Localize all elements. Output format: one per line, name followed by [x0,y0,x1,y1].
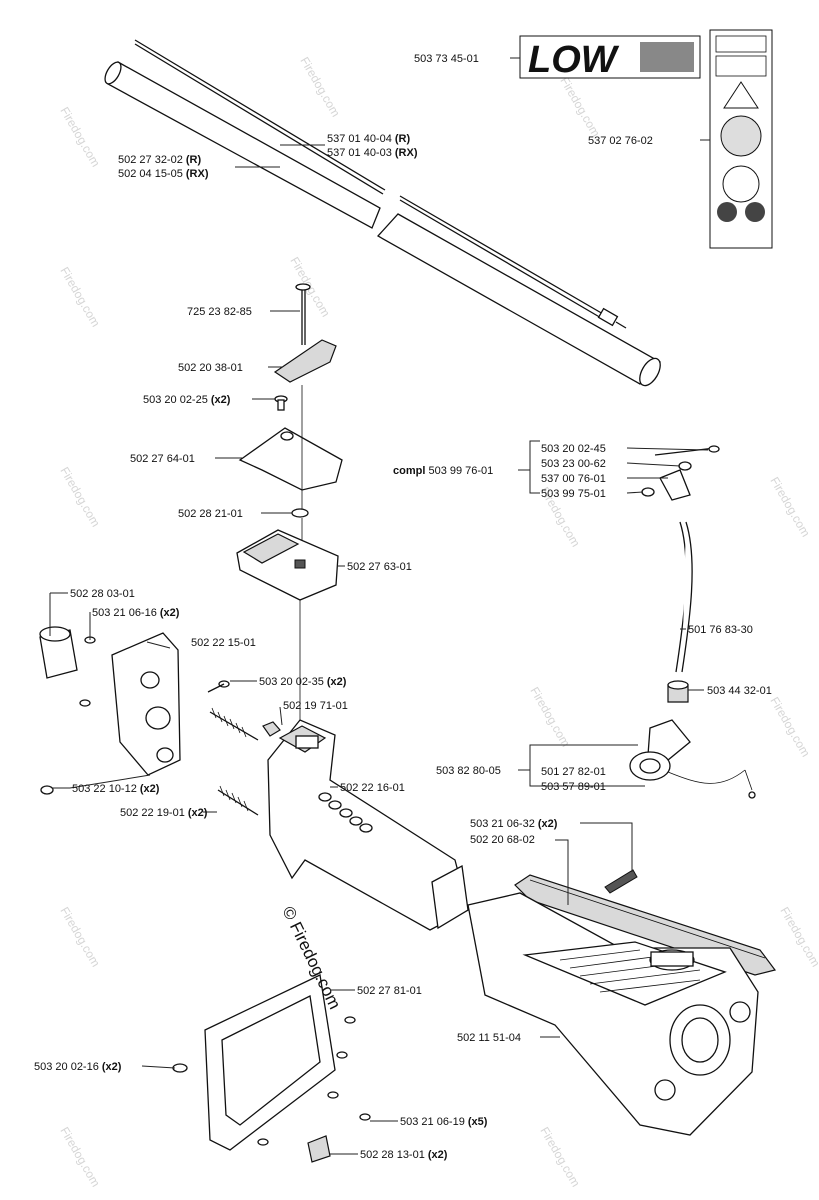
watermark: Firedog.com [57,1125,102,1190]
fuel-hose-part [675,521,693,673]
part-label: 503 21 06-16 (x2) [92,607,180,619]
part-label: 502 04 15-05 (RX) [118,168,209,180]
part-label: 502 28 13-01 (x2) [360,1149,448,1161]
part-label: 502 11 51-04 [457,1032,521,1044]
part-label: compl 503 99 76-01 [393,465,493,477]
part-label: 502 19 71-01 [283,700,348,712]
part-label: 502 22 15-01 [191,637,256,649]
part-label: 503 44 32-01 [707,685,772,697]
part-label: 725 23 82-85 [187,306,252,318]
cover-plate-part [204,974,336,1151]
throttle-part [629,719,756,799]
handle-bracket-part [111,632,181,776]
low-decal-part: LOW [519,35,701,81]
safety-decal-part [709,29,773,249]
part-label: 503 21 06-32 (x2) [470,818,558,830]
part-label: 502 22 19-01 (x2) [120,807,208,819]
handle-housing-part [267,719,469,931]
clamp-bottom-part [236,529,339,601]
part-label: 502 28 21-01 [178,508,243,520]
knob-part [273,339,337,383]
logo-text: LOW [528,39,620,81]
pin-part [207,680,230,693]
part-label: 503 99 75-01 [541,488,606,500]
part-label: 503 20 02-45 [541,443,606,455]
part-label: 537 00 76-01 [541,473,606,485]
part-label: 502 22 16-01 [340,782,405,794]
gear-housing-part [467,892,759,1136]
watermark: Firedog.com [557,75,602,140]
fuel-filter-part [667,680,689,703]
part-label: 503 21 06-19 (x5) [400,1116,488,1128]
screw-part [604,869,638,894]
part-label: 502 20 38-01 [178,362,243,374]
part-label: 501 76 83-30 [688,624,753,636]
part-label: 502 27 32-02 (R) [118,154,201,166]
watermark: Firedog.com [527,685,572,750]
watermark: Firedog.com [537,1125,582,1190]
part-label: 502 27 81-01 [357,985,422,997]
watermark: Firedog.com [57,465,102,530]
part-label: 537 01 40-04 (R) [327,133,410,145]
part-label: 503 20 02-25 (x2) [143,394,231,406]
part-label: 502 27 63-01 [347,561,412,573]
part-label: 503 82 80-05 [436,765,501,777]
part-labels: 503 73 45-01 537 02 76-02 537 01 40-04 (… [34,53,772,1161]
watermark: Firedog.com [57,265,102,330]
watermark: Firedog.com [297,55,342,120]
part-label: 501 27 82-01 [541,766,606,778]
screw-part [172,1016,371,1146]
leader-lines [49,57,710,1155]
part-label: 503 20 02-35 (x2) [259,676,347,688]
part-label: 502 27 64-01 [130,453,195,465]
part-label: 502 28 03-01 [70,588,135,600]
drive-shaft-part [134,39,627,329]
watermark: Firedog.com [767,475,812,540]
washer-part [291,508,309,518]
screw-part [274,395,288,411]
sleeve-part [39,626,78,679]
watermark: Firedog.com [767,695,812,760]
clamp-top-part [238,427,343,491]
watermark: Firedog.com [57,105,102,170]
part-label: 537 02 76-02 [588,135,653,147]
watermark: Firedog.com [57,905,102,970]
part-label: 503 73 45-01 [414,53,479,65]
part-label: 503 20 02-16 (x2) [34,1061,122,1073]
shaft-tube-part [104,61,662,387]
part-label: 503 22 10-12 (x2) [72,783,160,795]
part-label: 537 01 40-03 (RX) [327,147,418,159]
nut-part [262,721,281,737]
watermark: Firedog.com [777,905,819,970]
spring-part [209,707,259,816]
part-label: 503 57 89-01 [541,781,606,793]
part-label: 503 23 00-62 [541,458,606,470]
bolt-part [295,283,311,345]
part-label: 502 20 68-02 [470,834,535,846]
switch-part [641,445,720,501]
plug-part [307,1135,331,1163]
